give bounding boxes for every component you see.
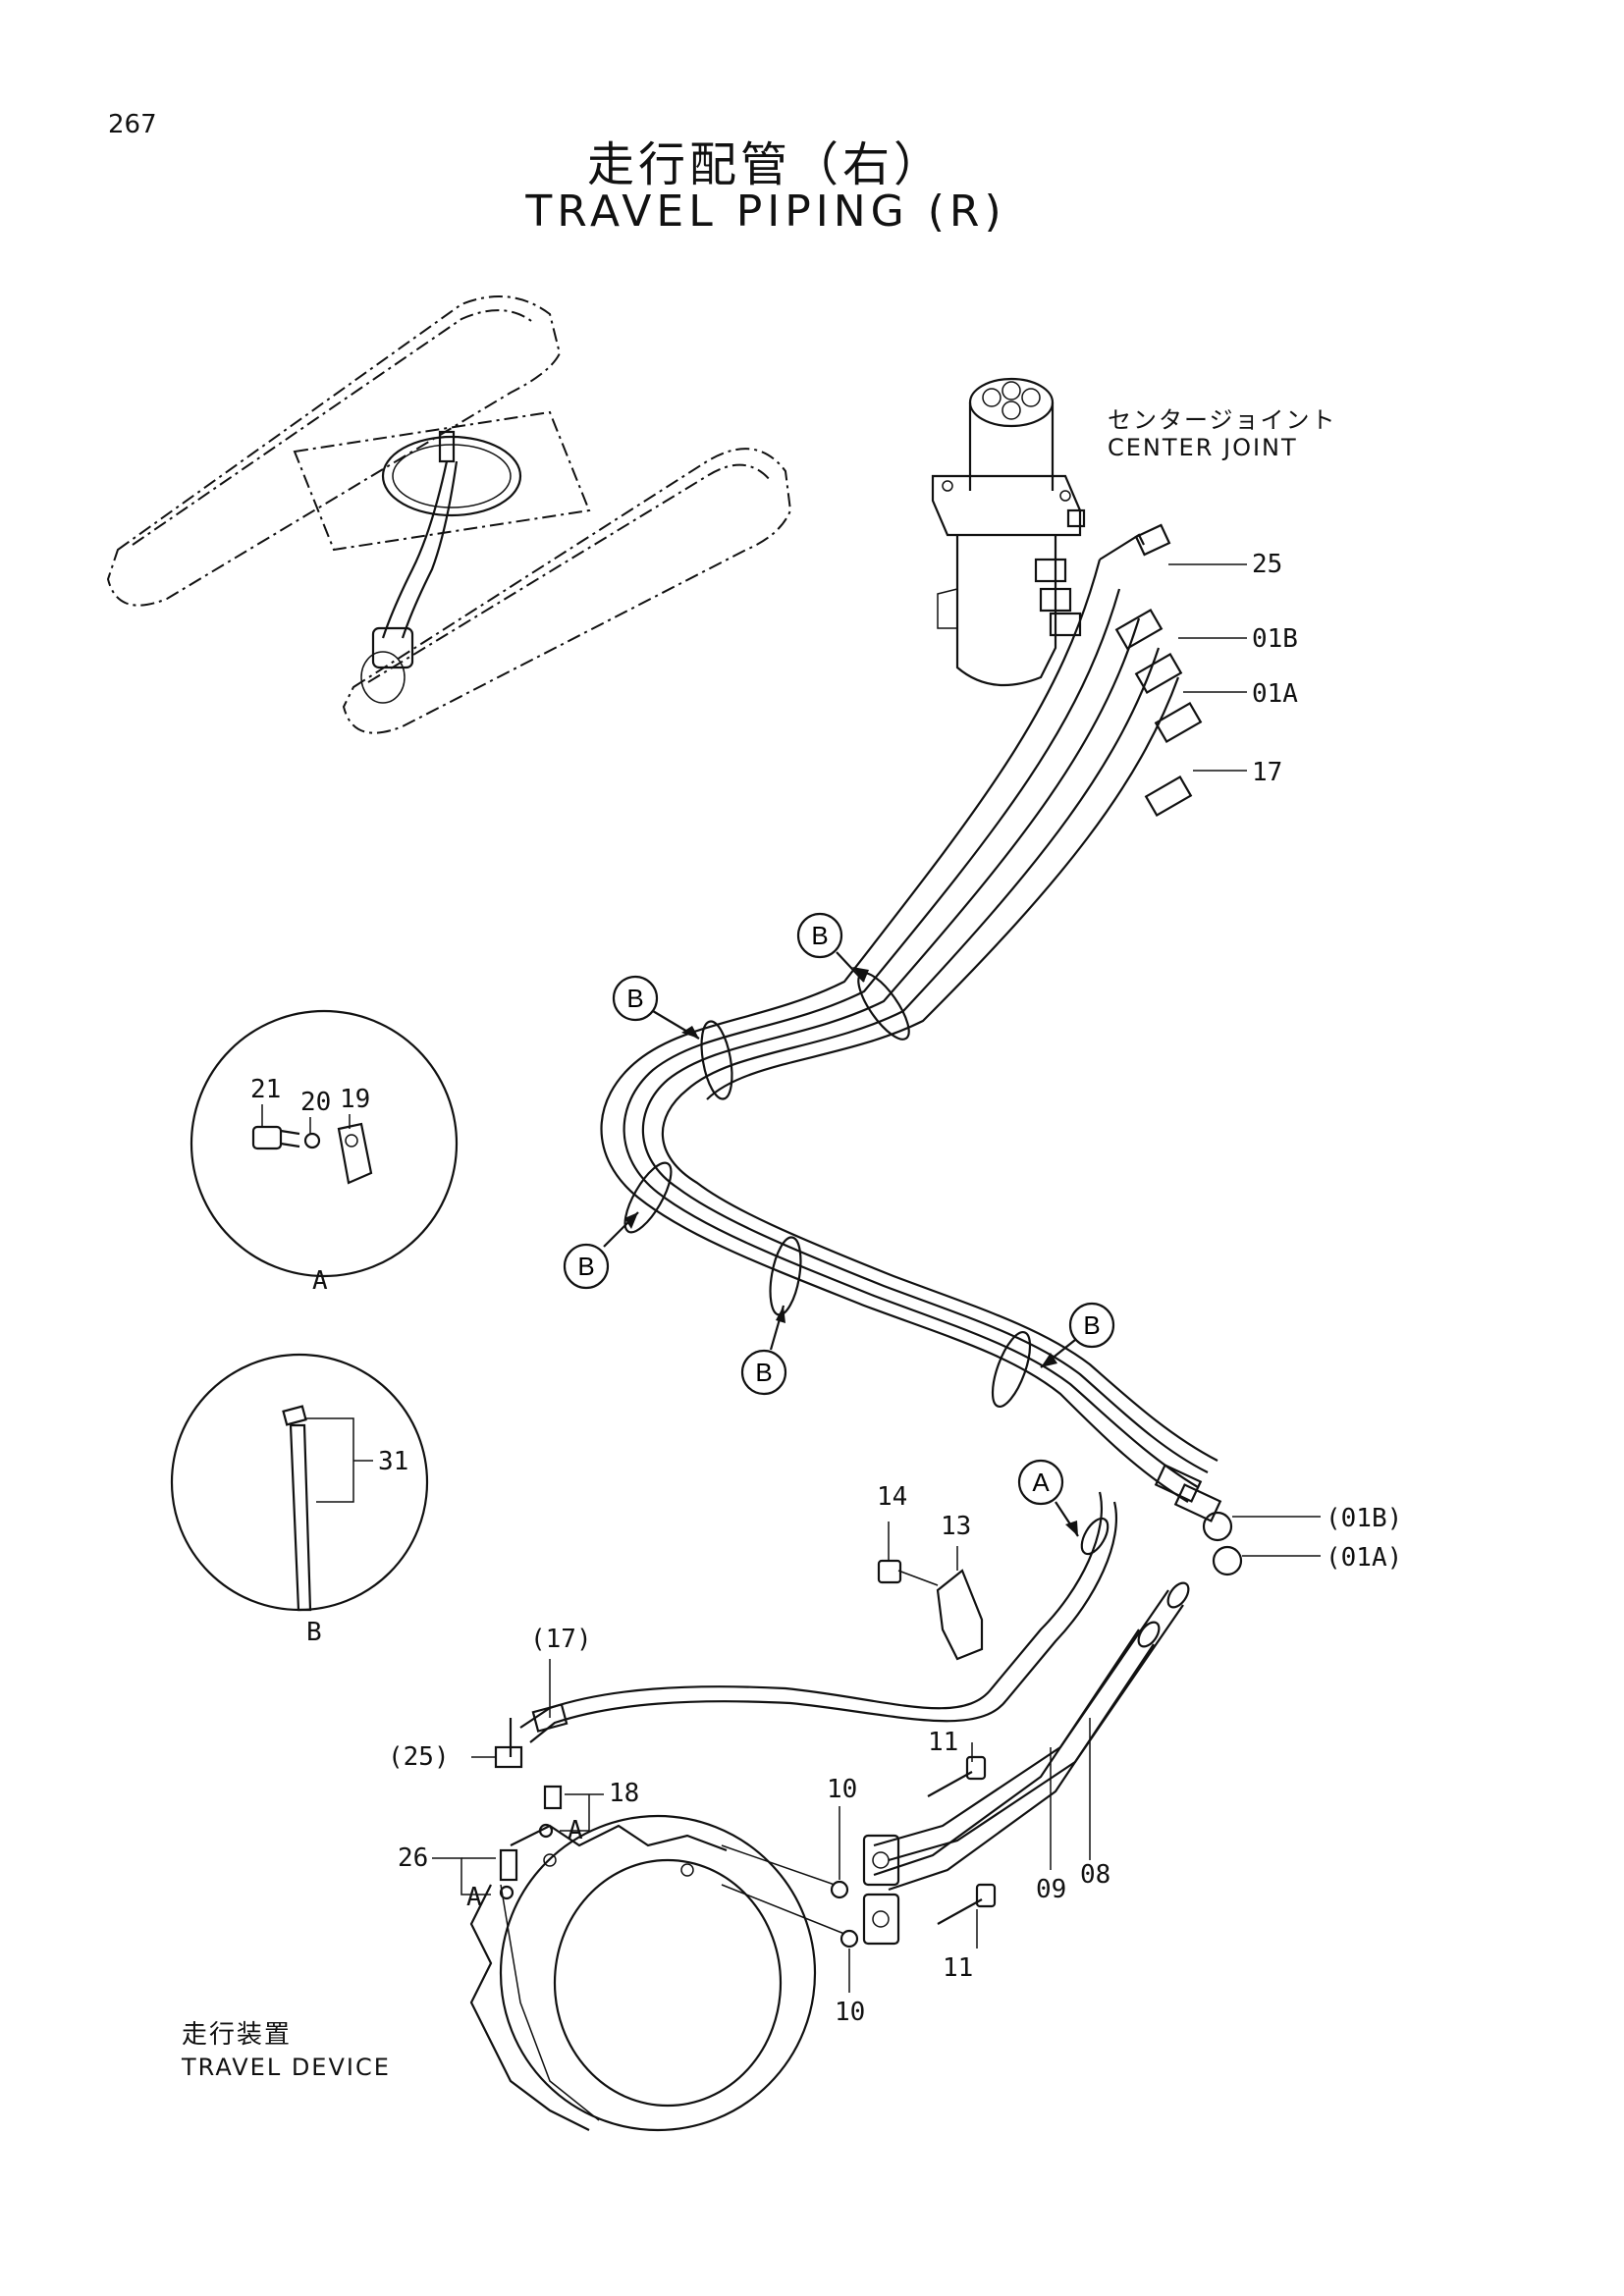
bubble-label: B — [1083, 1310, 1100, 1340]
bubble-b-3: B — [563, 1211, 639, 1290]
callout-25-ref: (25) — [388, 1742, 450, 1772]
center-joint-part — [931, 377, 1086, 687]
callout-01b: 01B — [1252, 624, 1298, 654]
detail-a-callout-21: 21 — [250, 1075, 282, 1104]
callout-11-bottom: 11 — [943, 1953, 974, 1983]
callout-17: 17 — [1252, 758, 1283, 787]
callout-11-top: 11 — [928, 1728, 959, 1757]
travel-device-part — [469, 1814, 817, 2132]
detail-b-caption: B — [306, 1618, 322, 1647]
callout-17-ref: (17) — [530, 1625, 592, 1654]
bubble-b-1: B — [796, 912, 869, 983]
page-title-english: TRAVEL PIPING (R) — [525, 187, 1006, 237]
bubble-a-1: A — [1017, 1459, 1079, 1537]
leader-lines — [432, 563, 1321, 1993]
callout-08: 08 — [1080, 1860, 1111, 1890]
bubble-b-4: B — [740, 1305, 787, 1396]
detail-b-callout-31: 31 — [378, 1447, 409, 1476]
reference-bubbles: B B B B B A — [563, 912, 1115, 1537]
detail-a-circle — [189, 1009, 459, 1278]
callout-10-top: 10 — [827, 1775, 858, 1804]
callout-10-bottom: 10 — [835, 1998, 866, 2027]
undercarriage-overview — [106, 295, 792, 734]
travel-device-label-english: TRAVEL DEVICE — [182, 2054, 391, 2081]
detail-a-callout-20: 20 — [300, 1088, 332, 1117]
center-joint-label-english: CENTER JOINT — [1108, 434, 1298, 461]
detail-b-circle — [170, 1353, 429, 1612]
callout-09: 09 — [1036, 1875, 1067, 1904]
callout-01a: 01A — [1252, 679, 1298, 709]
callout-18: 18 — [609, 1779, 640, 1808]
bubble-b-2: B — [612, 975, 700, 1040]
travel-device-label-japanese: 走行装置 — [182, 2020, 293, 2050]
callout-ref-a-26: A — [466, 1883, 482, 1912]
callout-26: 26 — [398, 1843, 429, 1873]
bubble-label: B — [577, 1252, 594, 1281]
page-title-japanese: 走行配管（右） — [586, 137, 945, 192]
bubble-b-5: B — [1040, 1302, 1115, 1368]
callout-13: 13 — [941, 1512, 972, 1541]
page-number: 267 — [108, 110, 157, 139]
bubble-label: B — [626, 984, 643, 1013]
bubble-label: B — [755, 1358, 772, 1387]
bubble-label: B — [811, 921, 828, 950]
detail-a-caption: A — [312, 1266, 328, 1296]
hose-bundle — [600, 523, 1243, 1576]
detail-a-callout-19: 19 — [340, 1085, 371, 1114]
callout-01b-ref: (01B) — [1326, 1504, 1403, 1533]
center-joint-label-japanese: センタージョイント — [1108, 406, 1337, 434]
bubble-label: A — [1032, 1468, 1050, 1497]
callout-01a-ref: (01A) — [1326, 1543, 1403, 1573]
callout-ref-a-18: A — [568, 1816, 583, 1845]
callout-25: 25 — [1252, 550, 1283, 579]
callout-14: 14 — [877, 1482, 908, 1512]
lower-piping — [494, 1491, 1190, 1949]
